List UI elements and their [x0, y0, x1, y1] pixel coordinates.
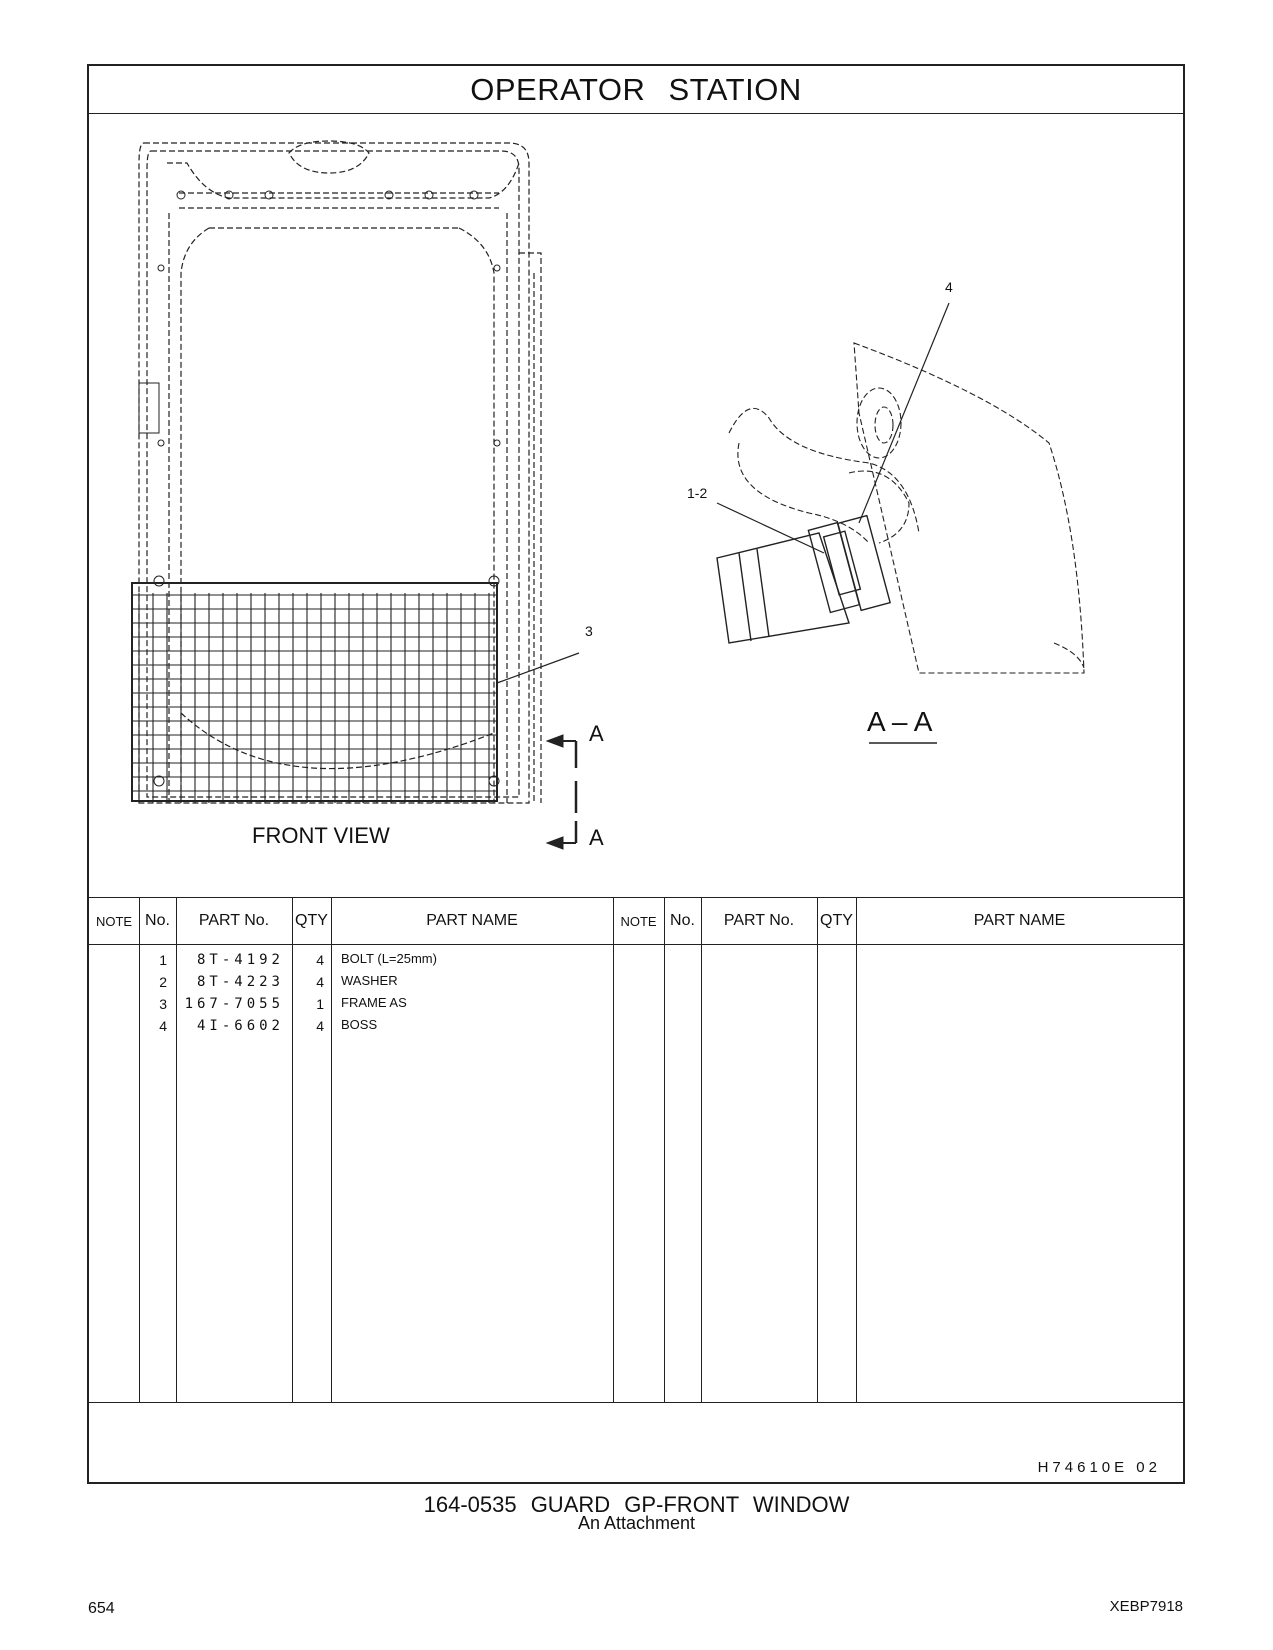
- row-no: 1: [159, 952, 167, 968]
- row-qty: 1: [316, 996, 324, 1012]
- section-aa-label: A – A: [867, 706, 933, 737]
- header-qty: QTY: [817, 898, 856, 945]
- header-note: NOTE: [89, 898, 139, 945]
- header-part-no: PART No.: [176, 898, 292, 945]
- row-part-name: BOLT (L=25mm): [341, 951, 437, 966]
- col-sep: [856, 898, 857, 1402]
- col-sep: [613, 898, 614, 1402]
- parts-drawing: 4 1-2 3 A – A A A FRONT VIEW: [89, 113, 1183, 897]
- callout-3-label: 3: [585, 623, 593, 639]
- section-aa-fastener: [716, 514, 891, 644]
- col-sep: [176, 898, 177, 1402]
- page-number: 654: [88, 1600, 115, 1617]
- section-arrow-letter-bottom: A: [589, 825, 604, 850]
- col-sep: [292, 898, 293, 1402]
- header-no: No.: [139, 898, 176, 945]
- section-arrow-letter-top: A: [589, 721, 604, 746]
- header-divider: [89, 944, 1183, 945]
- row-part-no: 4I-6602: [196, 1018, 284, 1034]
- col-sep: [139, 898, 140, 1402]
- row-part-no: 8T-4223: [196, 974, 284, 990]
- row-part-no: 167-7055: [184, 996, 284, 1012]
- row-part-name: FRAME AS: [341, 995, 407, 1010]
- callout-4-leader: [858, 302, 950, 524]
- row-qty: 4: [316, 974, 324, 990]
- front-view-fasteners: [138, 190, 501, 787]
- front-view-door-outline: [138, 140, 542, 804]
- col-sep: [664, 898, 665, 1402]
- header-part-name: PART NAME: [331, 898, 613, 945]
- row-part-name: BOSS: [341, 1017, 378, 1032]
- header-part-no: PART No.: [701, 898, 817, 945]
- drawing-illustration: [131, 140, 1085, 850]
- callout-4-label: 4: [945, 279, 953, 295]
- row-qty: 4: [316, 952, 324, 968]
- header-part-name: PART NAME: [856, 898, 1183, 945]
- assembly-title: 164-0535 GUARD GP-FRONT WINDOW: [423, 1492, 850, 1517]
- row-qty: 4: [316, 1018, 324, 1034]
- header-no: No.: [664, 898, 701, 945]
- document-id: XEBP7918: [1109, 1598, 1183, 1615]
- row-part-name: WASHER: [341, 973, 398, 988]
- assembly-subtitle: An Attachment: [577, 1513, 696, 1533]
- row-no: 3: [159, 996, 167, 1012]
- section-title: OPERATOR STATION: [470, 72, 802, 107]
- callout-12-leader: [716, 502, 825, 554]
- section-cut-indicator: [545, 734, 578, 850]
- header-qty: QTY: [292, 898, 331, 945]
- row-no: 4: [159, 1018, 167, 1034]
- parts-page-frame: OPERATOR STATION: [87, 64, 1185, 1484]
- front-view-label: FRONT VIEW: [252, 823, 390, 848]
- callout-12-label: 1-2: [687, 485, 708, 501]
- callout-3-leader: [496, 652, 580, 684]
- col-sep: [701, 898, 702, 1402]
- mesh-guard-frame: [131, 582, 498, 803]
- parts-list-table: NOTE No. PART No. QTY PART NAME NOTE No.…: [89, 897, 1183, 1403]
- header-note: NOTE: [613, 898, 664, 945]
- drawing-reference-code: H74610E 02: [1037, 1459, 1161, 1476]
- section-aa-detail: [728, 342, 1085, 674]
- row-no: 2: [159, 974, 167, 990]
- section-title-bar: OPERATOR STATION: [89, 66, 1183, 114]
- row-part-no: 8T-4192: [196, 952, 284, 968]
- col-sep: [331, 898, 332, 1402]
- col-sep: [817, 898, 818, 1402]
